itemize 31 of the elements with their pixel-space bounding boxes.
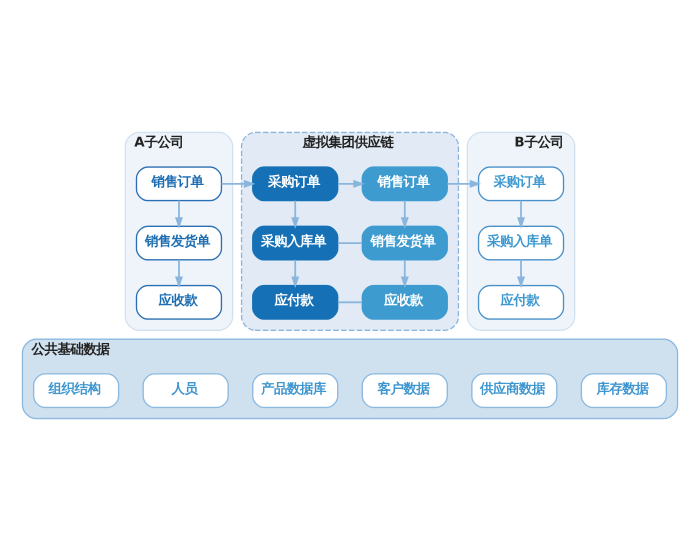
- arrow: [174, 259, 183, 288]
- node-box: 采购入库单: [478, 225, 564, 260]
- node-box: 销售订单: [136, 166, 222, 201]
- arrow: [222, 179, 256, 188]
- node-box: 应收款: [362, 284, 448, 320]
- node-box: 采购订单: [478, 166, 564, 201]
- node-box: 采购入库单: [252, 225, 338, 260]
- arrow: [400, 200, 409, 228]
- node-box: 应付款: [252, 284, 338, 320]
- node-box: 产品数据库: [252, 372, 338, 408]
- arrow: [517, 200, 526, 228]
- node-box: 应付款: [478, 284, 564, 320]
- arrow: [517, 259, 526, 288]
- node-box: 采购订单: [252, 166, 338, 201]
- node-box: 库存数据: [580, 372, 668, 408]
- arrow: [174, 200, 183, 228]
- connector: [338, 300, 362, 303]
- node-box: 销售发货单: [362, 225, 448, 260]
- arrow: [338, 179, 365, 188]
- node-box: 供应商数据: [471, 372, 558, 408]
- node-box: 组织结构: [32, 372, 120, 408]
- node-box: 销售发货单: [136, 225, 222, 260]
- node-box: 销售订单: [362, 166, 448, 201]
- node-box: 应收款: [136, 284, 222, 320]
- node-box: 人员: [142, 372, 229, 408]
- arrow: [447, 179, 482, 188]
- arrow: [291, 259, 300, 288]
- connector: [338, 242, 362, 244]
- arrow: [400, 259, 409, 288]
- node-box: 客户数据: [362, 372, 448, 408]
- arrow: [291, 200, 300, 228]
